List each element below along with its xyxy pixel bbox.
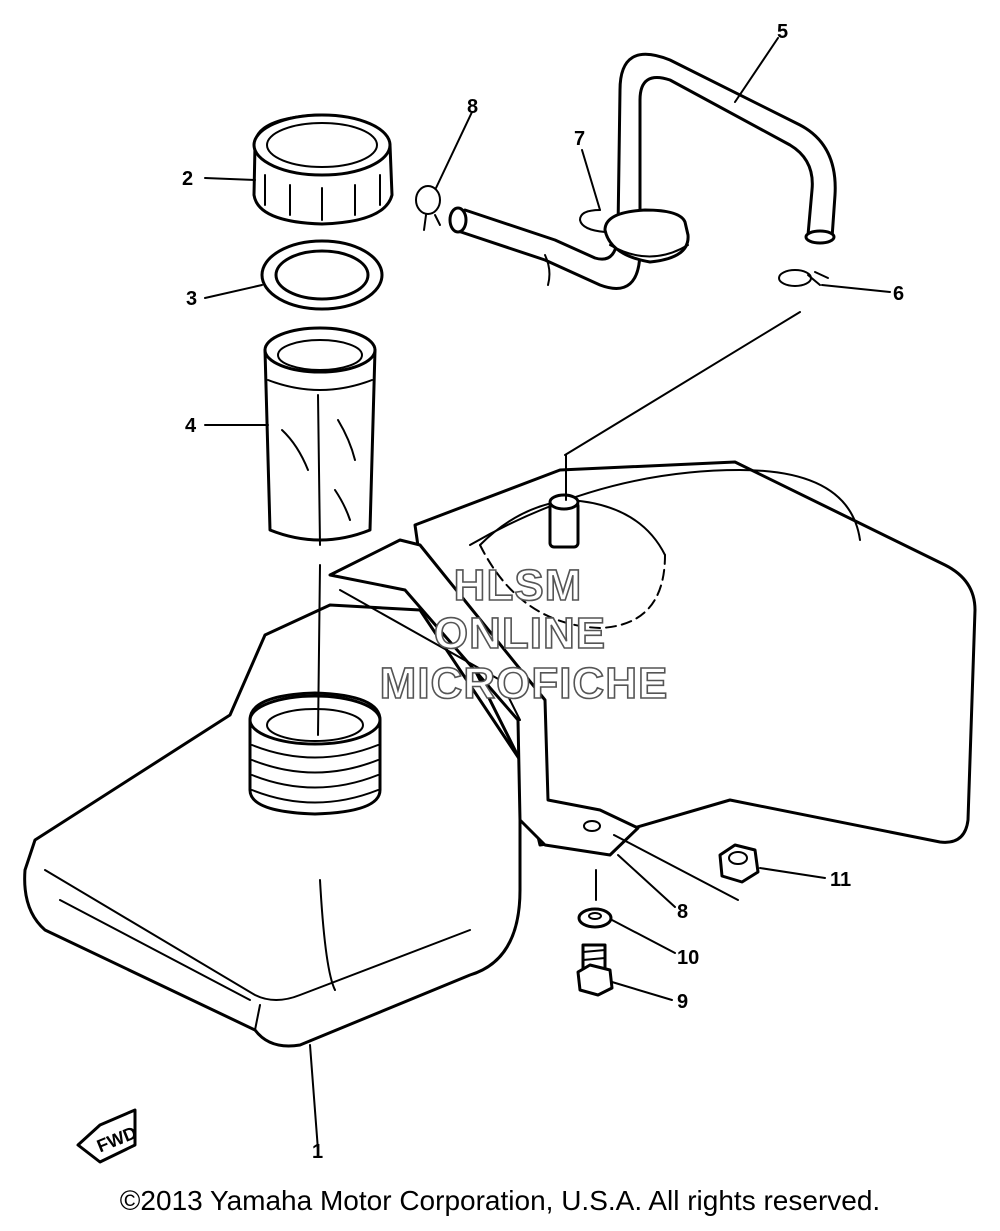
watermark-line-3: MICROFICHE bbox=[380, 659, 669, 708]
washer-part bbox=[577, 907, 613, 929]
fuel-cap-part bbox=[252, 113, 394, 226]
watermark: HLSM ONLINE MICROFICHE bbox=[379, 560, 669, 709]
copyright-notice: ©2013 Yamaha Motor Corporation, U.S.A. A… bbox=[119, 1185, 881, 1216]
callout-4: 4 bbox=[185, 415, 197, 437]
callout-6: 6 bbox=[893, 283, 904, 305]
callout-3: 3 bbox=[186, 288, 197, 310]
bolt-part bbox=[576, 943, 614, 997]
watermark-line-2: ONLINE bbox=[434, 609, 606, 658]
nut-part bbox=[718, 843, 760, 884]
filler-neck bbox=[248, 691, 382, 816]
callout-10: 10 bbox=[677, 947, 699, 969]
fuel-tank-part bbox=[23, 460, 977, 1048]
watermark-line-1: HLSM bbox=[454, 561, 583, 610]
gasket-part bbox=[260, 239, 384, 311]
clip-part-8-top bbox=[415, 185, 441, 231]
callout-11: 11 bbox=[830, 869, 851, 891]
callout-5: 5 bbox=[777, 21, 788, 43]
callout-8-bracket: 8 bbox=[677, 901, 688, 923]
callout-1: 1 bbox=[312, 1141, 323, 1163]
callout-9: 9 bbox=[677, 991, 688, 1013]
strainer-part bbox=[263, 326, 377, 546]
vent-nipple bbox=[548, 493, 580, 549]
callout-7: 7 bbox=[574, 128, 585, 150]
callout-8-top: 8 bbox=[467, 96, 478, 118]
callout-2: 2 bbox=[182, 168, 193, 190]
fwd-arrow-icon: FWD bbox=[76, 1108, 140, 1164]
band-clamp-part bbox=[578, 208, 690, 264]
clip-part-6 bbox=[778, 269, 829, 287]
vent-hose-part bbox=[448, 52, 837, 290]
